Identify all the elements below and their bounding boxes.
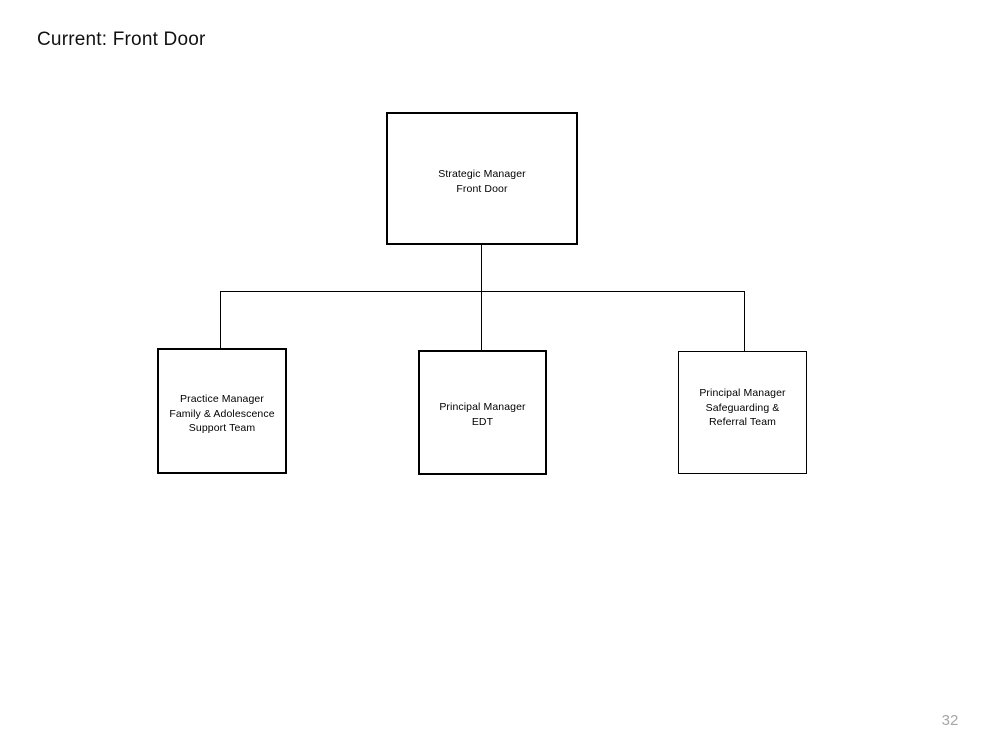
org-node-label: Principal Manager EDT <box>439 401 526 428</box>
org-node-practice-manager-family-adolescence-support-team[interactable]: Practice Manager Family & Adolescence Su… <box>157 348 287 474</box>
org-node-principal-manager-safeguarding-referral-team[interactable]: Principal Manager Safeguarding & Referra… <box>678 351 807 474</box>
connector-drop-left <box>220 291 221 349</box>
org-node-principal-manager-edt[interactable]: Principal Manager EDT <box>418 350 547 475</box>
org-node-label: Strategic Manager Front Door <box>438 168 526 195</box>
connector-drop-right <box>744 291 745 352</box>
page-number: 32 <box>941 712 959 729</box>
connector-horizontal-bus <box>220 291 745 292</box>
org-node-label: Principal Manager Safeguarding & Referra… <box>699 387 786 428</box>
connector-root-drop <box>481 245 482 292</box>
page-title: Current: Front Door <box>37 29 206 50</box>
connector-drop-middle <box>481 291 482 351</box>
org-node-strategic-manager-front-door[interactable]: Strategic Manager Front Door <box>386 112 578 245</box>
org-node-label: Practice Manager Family & Adolescence Su… <box>169 393 275 434</box>
